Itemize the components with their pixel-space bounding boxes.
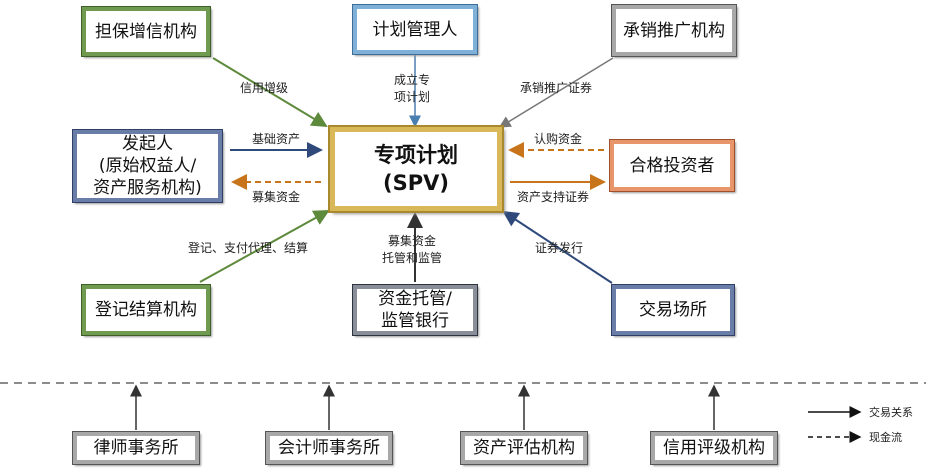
label-abs-securities: 资产支持证券 (517, 190, 590, 204)
node-spv-center: 专项计划 (SPV) (328, 125, 504, 213)
node-custodian-line1: 资金托管/ (378, 289, 452, 309)
label-custody-line2: 托管和监管 (382, 251, 443, 265)
label-raised-funds: 募集资金 (252, 190, 301, 204)
label-credit-enhancement: 信用增级 (240, 81, 289, 95)
label-custody-line1: 募集资金 (388, 234, 437, 248)
node-underwriter-label: 承销推广机构 (623, 20, 725, 41)
node-law-firm-label: 律师事务所 (93, 438, 179, 458)
node-guarantor: 担保增信机构 (81, 6, 211, 57)
arrow-underwrite (498, 57, 614, 128)
arrow-issuance (502, 210, 613, 284)
label-establish-line2: 项计划 (394, 90, 431, 104)
node-investors: 合格投资者 (609, 139, 735, 192)
label-registration: 登记、支付代理、结算 (188, 241, 309, 255)
node-custodian: 资金托管/ 监管银行 (352, 284, 478, 336)
arrow-registration (199, 210, 330, 283)
node-exchange-label: 交易场所 (639, 300, 707, 320)
node-registrar-label: 登记结算机构 (95, 300, 197, 320)
node-appraisal-label: 资产评估机构 (473, 438, 575, 458)
spv-title: 专项计划 (374, 143, 458, 167)
node-accounting-firm: 会计师事务所 (265, 431, 393, 465)
node-registrar: 登记结算机构 (81, 284, 211, 336)
node-accounting-firm-label: 会计师事务所 (278, 438, 380, 458)
node-originator-line1: 发起人 (122, 134, 173, 154)
legend-trade-label: 交易关系 (869, 406, 913, 419)
node-originator-line3: 资产服务机构) (93, 178, 202, 198)
node-underwriter: 承销推广机构 (611, 4, 737, 57)
node-plan-manager: 计划管理人 (352, 4, 478, 55)
label-underwrite-securities: 承销推广证券 (520, 81, 593, 95)
label-underlying-assets: 基础资产 (252, 132, 301, 146)
label-subscription-funds: 认购资金 (534, 132, 583, 146)
node-law-firm: 律师事务所 (72, 431, 200, 465)
node-originator-line2: (原始权益人/ (98, 156, 197, 176)
legend-cash-label: 现金流 (869, 431, 902, 444)
label-establish-line1: 成立专 (394, 73, 431, 87)
node-rating: 信用评级机构 (650, 431, 778, 465)
node-exchange: 交易场所 (611, 284, 735, 336)
label-issuance: 证券发行 (535, 241, 584, 255)
node-investors-label: 合格投资者 (629, 155, 715, 176)
arrow-credit-enhancement (212, 57, 328, 128)
node-rating-label: 信用评级机构 (663, 438, 765, 458)
node-originator: 发起人 (原始权益人/ 资产服务机构) (72, 129, 223, 203)
node-plan-manager-label: 计划管理人 (372, 19, 458, 40)
spv-subtitle: (SPV) (383, 171, 449, 195)
node-guarantor-label: 担保增信机构 (95, 21, 197, 42)
node-custodian-line2: 监管银行 (381, 311, 449, 331)
node-appraisal: 资产评估机构 (460, 431, 588, 465)
